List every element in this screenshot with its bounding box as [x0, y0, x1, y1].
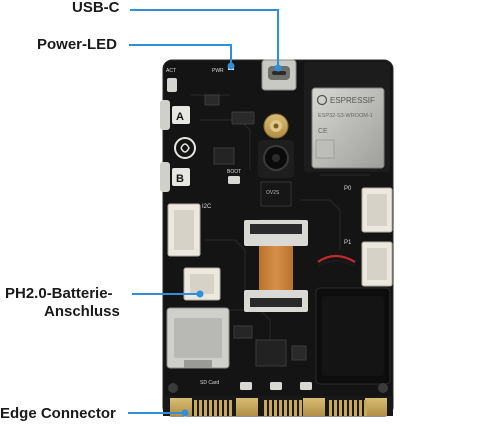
edge-pin — [294, 400, 297, 416]
edge-connector-pins — [170, 398, 387, 416]
label-power-led: Power-LED — [37, 36, 118, 53]
battery-wire-black — [317, 259, 356, 267]
callout-lines — [128, 9, 282, 417]
sd-card-slot: SD Card — [166, 307, 230, 386]
qr-code-icon — [315, 139, 335, 159]
edge-pin — [354, 400, 357, 416]
edge-pin — [289, 400, 292, 416]
label-usb-c: USB-C — [72, 0, 120, 16]
edge-pin — [279, 400, 282, 416]
edge-pin — [344, 400, 347, 416]
act-button — [167, 78, 177, 92]
p0-silk: P0 — [344, 186, 352, 192]
camera — [258, 140, 294, 178]
edge-pin — [199, 400, 202, 416]
battery-wire-red — [317, 254, 356, 263]
boot-button — [228, 176, 240, 184]
mount-hole-left — [168, 383, 178, 393]
bottom-button-3 — [300, 382, 312, 390]
p1-silk: P1 — [344, 240, 352, 246]
button-a: A — [160, 100, 190, 130]
edge-pin — [219, 400, 222, 416]
pwr-silk: PWR — [212, 68, 224, 74]
button-b-label: B — [176, 173, 184, 185]
edge-pin — [334, 400, 337, 416]
button-b: B — [160, 162, 190, 192]
p0-connector: P0 — [344, 186, 393, 233]
mount-hole-right — [378, 383, 388, 393]
edge-pin — [299, 400, 302, 416]
i2c-connector: I2C — [167, 203, 212, 257]
act-silk: ACT — [166, 68, 176, 74]
espressif-logo-icon — [316, 94, 328, 106]
edge-pin — [204, 400, 207, 416]
edge-pin — [214, 400, 217, 416]
camera-flex-cable: OV2S — [244, 181, 308, 312]
edge-pin — [364, 400, 367, 416]
esp32-module: ESPRESSIF ESP32-S3-WROOM-1 CE — [304, 62, 390, 172]
battery-pack — [315, 287, 391, 385]
edge-pad-large — [365, 398, 387, 416]
label-edge-connector: Edge Connector — [0, 405, 116, 422]
chip-2 — [204, 94, 220, 106]
edge-pin — [194, 400, 197, 416]
bottom-button-2 — [270, 382, 282, 390]
p1-connector: P1 — [344, 240, 393, 287]
edge-pin — [269, 400, 272, 416]
chip-1 — [231, 111, 255, 125]
edge-pin — [339, 400, 342, 416]
boot-silk: BOOT — [227, 169, 241, 175]
edge-pin — [284, 400, 287, 416]
button-a-label: A — [176, 111, 184, 123]
chip-3 — [213, 147, 235, 165]
bottom-button-1 — [240, 382, 252, 390]
module-text: ESP32-S3-WROOM-1 — [318, 113, 373, 119]
espressif-text: ESPRESSIF — [330, 96, 375, 105]
callout-line-power-led — [129, 44, 232, 64]
sd-card-silk: SD Card — [200, 380, 219, 386]
antenna-connector — [263, 113, 289, 139]
edge-pin — [329, 400, 332, 416]
label-battery-line2: Anschluss — [44, 303, 120, 320]
usb-c-port — [261, 59, 297, 91]
edge-pin — [349, 400, 352, 416]
board-logo-icon — [174, 137, 196, 159]
edge-pad-large — [236, 398, 258, 416]
edge-connector-strip — [163, 396, 393, 416]
ce-mark: CE — [318, 128, 328, 135]
edge-pad-large — [303, 398, 325, 416]
svg-text:OV2S: OV2S — [266, 190, 280, 196]
edge-pin — [264, 400, 267, 416]
edge-pin — [209, 400, 212, 416]
label-battery-line1: PH2.0-Batterie- — [5, 285, 113, 302]
ph2-battery-connector — [183, 267, 221, 301]
edge-pin — [224, 400, 227, 416]
i2c-silk: I2C — [202, 204, 212, 210]
callout-line-usb-c — [130, 9, 279, 66]
edge-pin — [274, 400, 277, 416]
edge-pin — [229, 400, 232, 416]
edge-pin — [359, 400, 362, 416]
